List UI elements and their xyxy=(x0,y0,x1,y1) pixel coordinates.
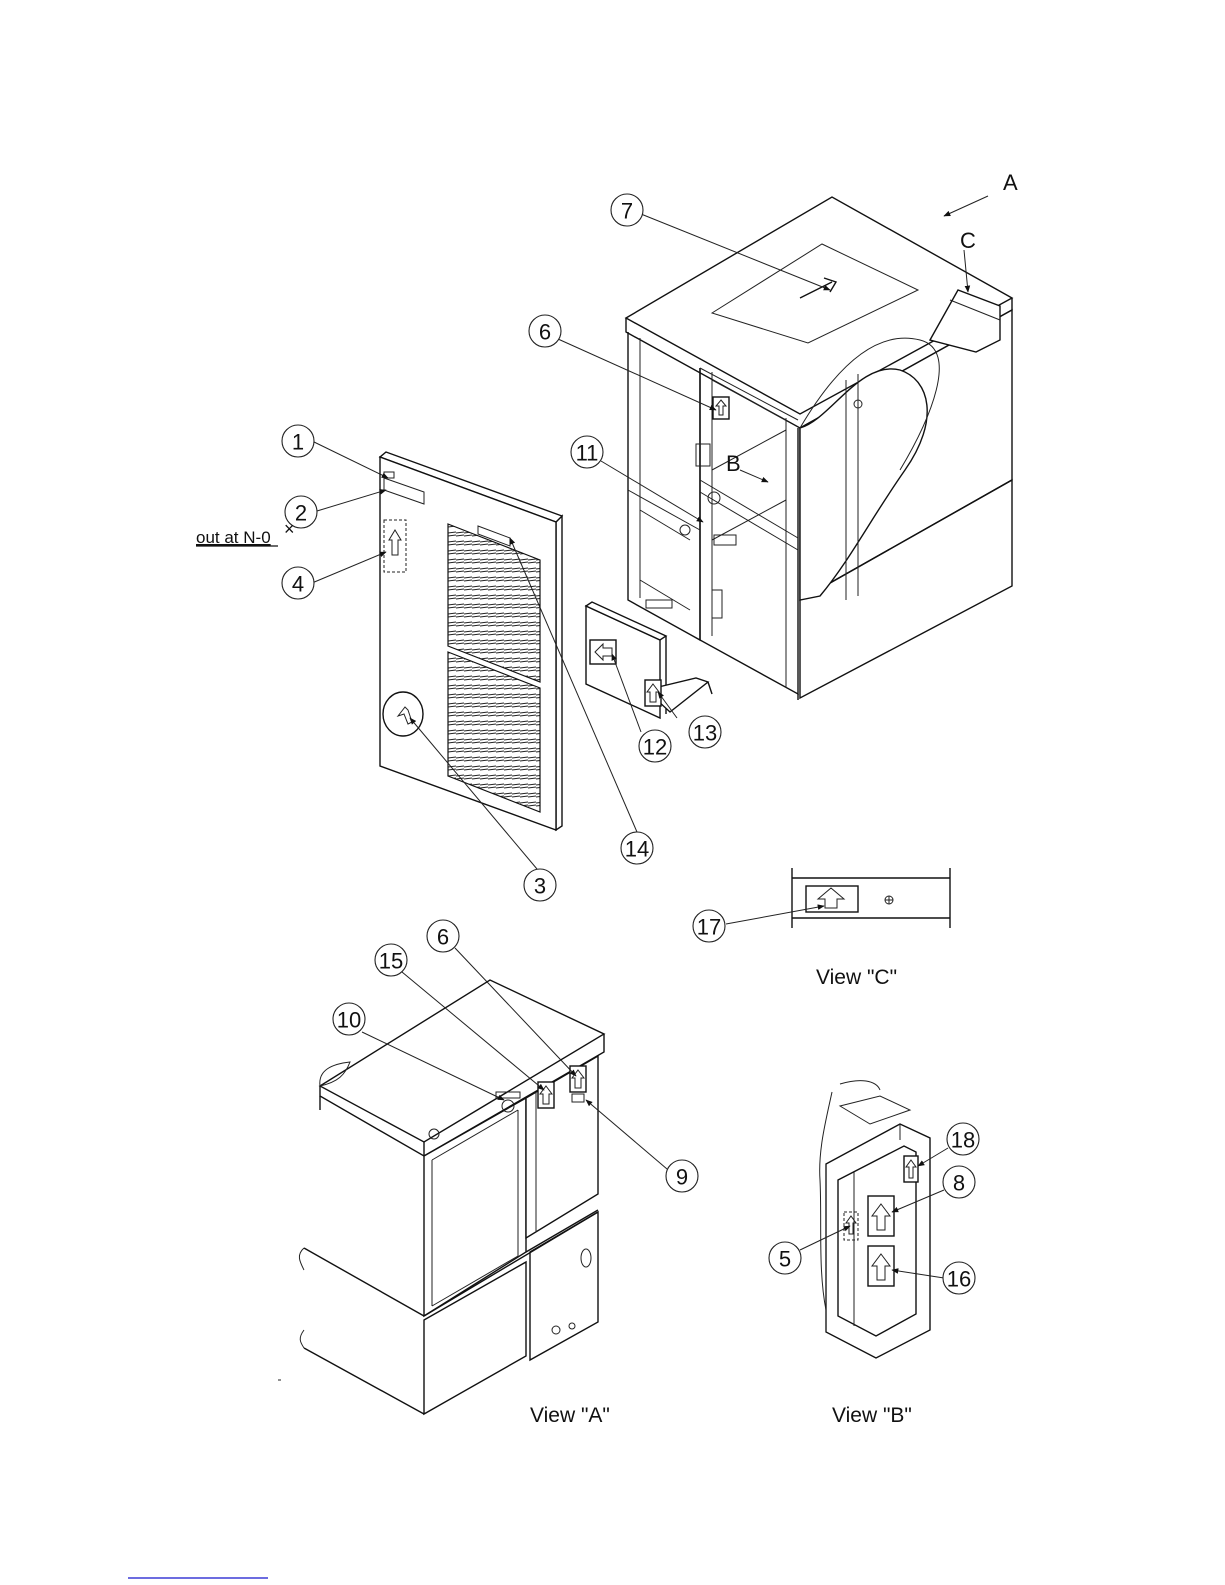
callout-17: 17 xyxy=(693,910,725,942)
callout-8-text: 8 xyxy=(953,1171,965,1196)
callout-2-text: 2 xyxy=(295,501,307,526)
callout-3: 3 xyxy=(524,869,556,901)
view-letter-a: A xyxy=(1003,170,1018,195)
callout-17-text: 17 xyxy=(697,915,721,940)
callout-7-text: 7 xyxy=(621,199,633,224)
callout-1-text: 1 xyxy=(292,430,304,455)
callout-8: 8 xyxy=(943,1166,975,1198)
callout-6-text: 6 xyxy=(539,320,551,345)
callout-3-text: 3 xyxy=(534,874,546,899)
callout-15-text: 15 xyxy=(379,949,403,974)
view-a-caption: View "A" xyxy=(530,1404,610,1427)
view-b-caption: View "B" xyxy=(832,1404,912,1427)
callout-5: 5 xyxy=(769,1242,801,1274)
view-c-detail xyxy=(726,868,950,928)
cut-note: out at N-0 xyxy=(196,528,271,547)
view-b-detail xyxy=(800,1081,948,1358)
callout-18: 18 xyxy=(947,1123,979,1155)
callout-12: 12 xyxy=(639,730,671,762)
view-c-caption: View "C" xyxy=(816,966,897,989)
main-cabinet xyxy=(626,197,1012,700)
callout-5-text: 5 xyxy=(779,1247,791,1272)
view-letter-c: C xyxy=(960,228,976,253)
callout-4: 4 xyxy=(282,567,314,599)
callout-11: 11 xyxy=(571,436,603,468)
callout-6b-text: 6 xyxy=(437,925,449,950)
callout-6: 6 xyxy=(529,315,561,347)
callout-9: 9 xyxy=(666,1160,698,1192)
callout-7: 7 xyxy=(611,194,643,226)
callout-16-text: 16 xyxy=(947,1267,971,1292)
callout-12-text: 12 xyxy=(643,735,667,760)
callout-16: 16 xyxy=(943,1262,975,1294)
callout-10: 10 xyxy=(333,1003,365,1035)
callout-11-text: 11 xyxy=(576,441,599,466)
cut-mark: × xyxy=(284,519,295,539)
callout-9-text: 9 xyxy=(676,1165,688,1190)
callout-13-text: 13 xyxy=(693,721,717,746)
callout-15: 15 xyxy=(375,944,407,976)
callout-4-text: 4 xyxy=(292,572,304,597)
callout-1: 1 xyxy=(282,425,314,457)
callout-14-text: 14 xyxy=(625,837,649,862)
front-panel xyxy=(380,452,562,830)
lower-front-panel xyxy=(586,602,712,718)
callout-18-text: 18 xyxy=(951,1128,975,1153)
callout-13: 13 xyxy=(689,716,721,748)
callout-14: 14 xyxy=(621,832,653,864)
callout-6-view-a: 6 xyxy=(427,920,459,952)
callout-10-text: 10 xyxy=(337,1008,361,1033)
view-letter-b: B xyxy=(726,451,741,476)
